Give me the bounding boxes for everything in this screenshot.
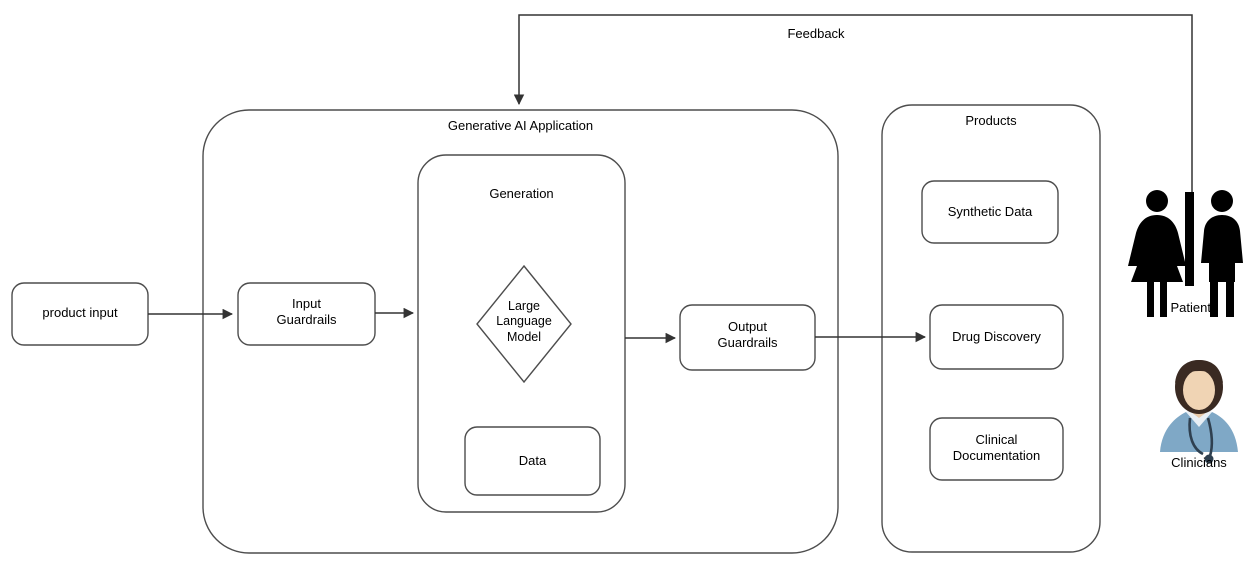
edge-feedback: [513, 14, 1193, 192]
output-guardrails-box[interactable]: [679, 304, 816, 371]
large-language-model-diamond[interactable]: [476, 264, 572, 384]
clinician-avatar-icon: [1160, 360, 1238, 464]
patients-pictogram-icon: [1128, 190, 1243, 317]
synthetic-data-box[interactable]: [921, 180, 1059, 244]
input-guardrails-box[interactable]: [237, 282, 376, 346]
data-box[interactable]: [464, 426, 601, 496]
product-input-box[interactable]: [11, 282, 149, 346]
drug-discovery-box[interactable]: [929, 304, 1064, 370]
clinical-documentation-box[interactable]: [929, 417, 1064, 481]
